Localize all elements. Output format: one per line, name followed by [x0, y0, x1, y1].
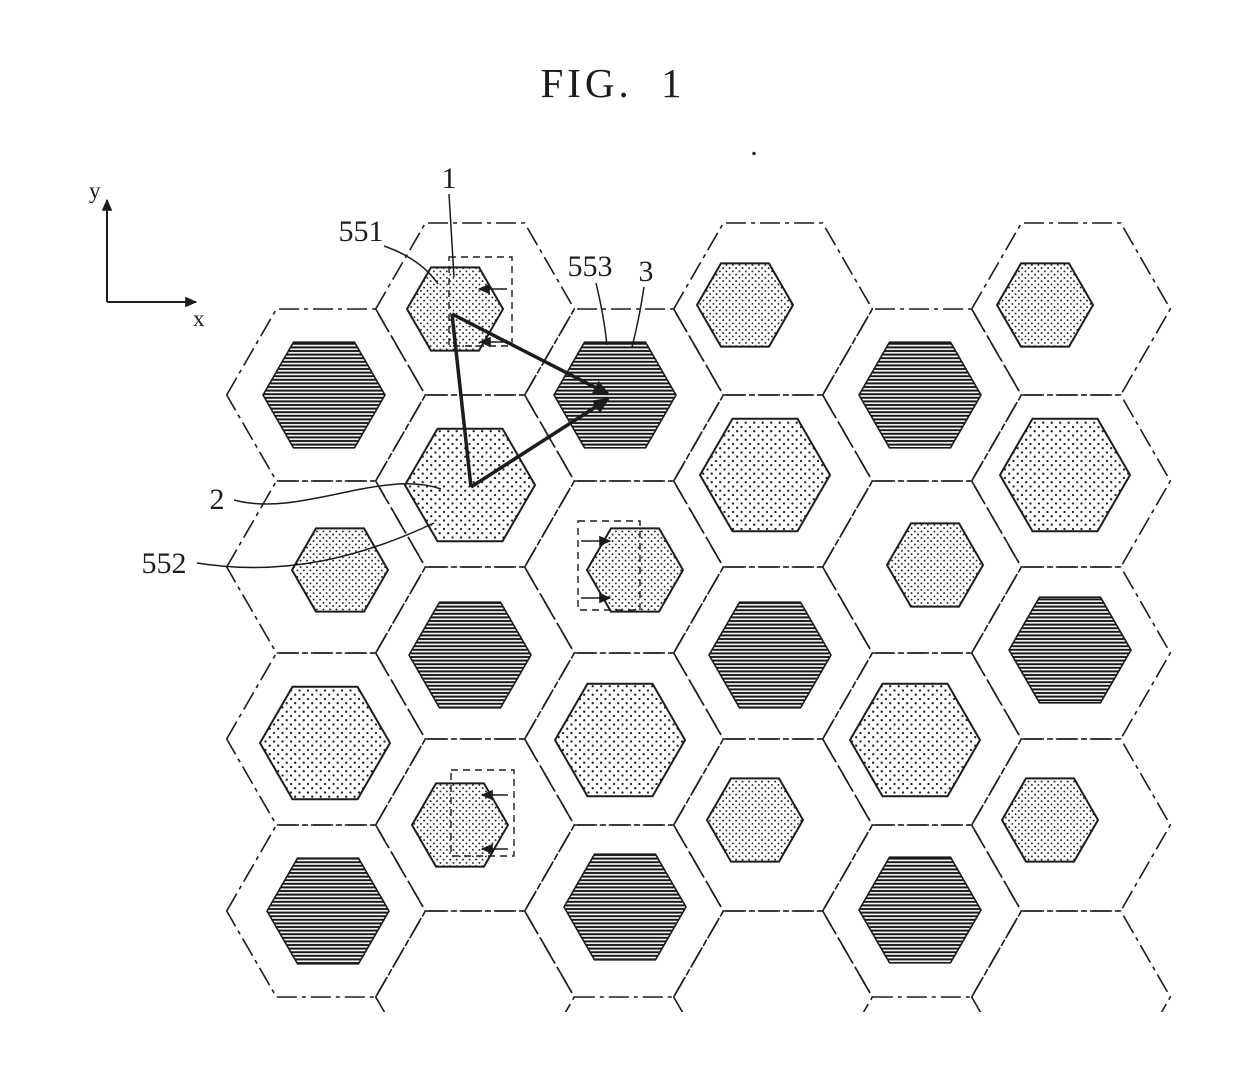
outer-pixel-hexagon [672, 394, 874, 568]
outer-pixel-hexagon [672, 222, 874, 396]
ref-label-552: 552 [142, 547, 187, 580]
outer-pixel-hexagon [225, 824, 427, 998]
outer-pixel-hexagon [374, 738, 576, 912]
outer-pixel-hexagon [523, 480, 725, 654]
ref-label-2: 2 [210, 483, 225, 516]
coordinate-axes: yx [89, 178, 205, 331]
subpixel-hexagon-fine [1000, 777, 1100, 863]
subpixel-hexagon-coarse [848, 682, 982, 798]
ref-label-1: 1 [442, 162, 457, 195]
leader-line-552 [196, 522, 435, 569]
outer-pixel-hexagon [672, 566, 874, 740]
leader-line-553 [595, 282, 608, 346]
subpixel-triangle [450, 312, 611, 489]
leader-line-1 [448, 193, 455, 278]
outer-pixel-hexagon [374, 394, 576, 568]
subpixel-hexagon-striped [708, 601, 832, 709]
outer-pixel-hexagon [225, 308, 427, 482]
subpixel-hexagon-striped [858, 341, 982, 449]
subpixel-hexagon-coarse [698, 417, 832, 533]
reference-labels: 1 551 553 3 2 552. [142, 129, 758, 580]
subpixel-hexagon-striped [563, 853, 687, 961]
triangle-edge [451, 312, 611, 396]
subpixel-hexagon-striped [266, 857, 390, 965]
y-axis-label: y [89, 178, 101, 203]
triangle-edge [470, 397, 611, 489]
outer-pixel-hexagon [970, 738, 1172, 912]
outer-pixel-hexagon [374, 910, 576, 1012]
leader-line-551 [383, 245, 439, 285]
subpixel-hexagon-striped [553, 341, 677, 449]
ref-label-3: 3 [639, 255, 654, 288]
nominal-position-box [450, 769, 515, 857]
subpixel-hexagon-striped [262, 341, 386, 449]
outer-pixel-hexagon [523, 308, 725, 482]
leader-line-2 [233, 483, 442, 505]
outer-pixel-hexagon [970, 910, 1172, 1012]
subpixel-hexagon-striped [1008, 596, 1132, 704]
subpixel-hexagon-fine [885, 522, 985, 608]
subpixel-hexagon-coarse [998, 417, 1132, 533]
subpixel-hexagon-fine [995, 262, 1095, 348]
outer-pixel-hexagon [970, 222, 1172, 396]
triangle-edge [450, 313, 473, 488]
ref-label-553: 553 [568, 250, 613, 283]
subpixel-hexagon-striped [858, 856, 982, 964]
x-axis-label: x [193, 306, 205, 331]
leader-line-3 [631, 286, 645, 348]
outer-pixel-hexagon [225, 652, 427, 826]
outer-pixel-hexagon [225, 480, 427, 654]
outer-pixel-hexagon [821, 480, 1023, 654]
outer-pixel-hexagon [970, 566, 1172, 740]
outer-pixel-hexagon [374, 566, 576, 740]
outer-pixel-hexagon [821, 824, 1023, 998]
ref-label-.: . [750, 129, 758, 162]
subpixel-hexagon-striped [408, 601, 532, 709]
outer-pixel-hexagon [523, 824, 725, 998]
subpixel-hexagon-fine [290, 527, 390, 613]
subpixel-hexagon-coarse [258, 685, 392, 801]
ref-label-551: 551 [339, 215, 384, 248]
outer-pixel-hexagon [374, 222, 576, 396]
subpixel-hexagon-fine [695, 262, 795, 348]
outer-pixel-hexagon [821, 652, 1023, 826]
subpixel-hexagon-fine [410, 782, 510, 868]
outer-pixel-hexagon [672, 738, 874, 912]
outer-pixel-hexagon [523, 652, 725, 826]
pixel-grid-outer-hexagons [225, 222, 1172, 1012]
subpixel-hexagon-fine [585, 527, 685, 613]
nominal-position-box [577, 520, 641, 611]
outer-pixel-hexagon [821, 308, 1023, 482]
figure-title: FIG. 1 [540, 60, 685, 106]
outer-pixel-hexagon [672, 910, 874, 1012]
offset-annotation-boxes [448, 256, 641, 857]
outer-pixel-hexagon [970, 394, 1172, 568]
subpixel-hexagon-fine [705, 777, 805, 863]
subpixel-hexagon-coarse [553, 682, 687, 798]
